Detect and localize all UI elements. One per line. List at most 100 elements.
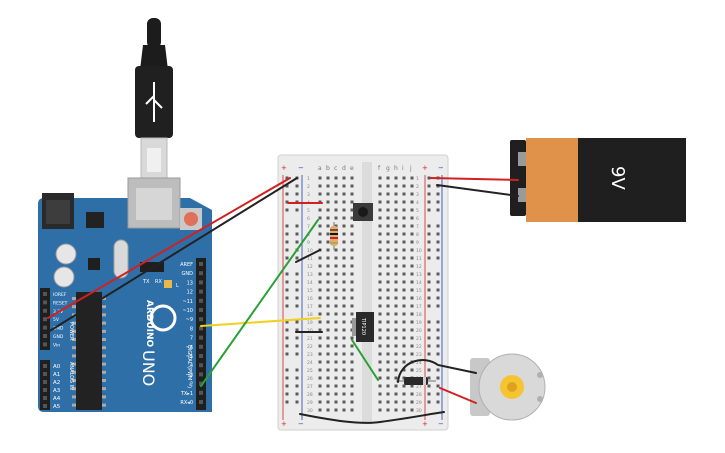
breadboard-hole[interactable] — [394, 320, 398, 324]
breadboard-hole[interactable] — [394, 272, 398, 276]
breadboard-hole[interactable] — [394, 360, 398, 364]
rail-hole[interactable] — [436, 304, 440, 308]
breadboard-hole[interactable] — [402, 352, 406, 356]
breadboard-hole[interactable] — [318, 232, 322, 236]
rail-hole[interactable] — [295, 328, 299, 332]
breadboard-hole[interactable] — [342, 352, 346, 356]
wire-motor-black[interactable] — [397, 359, 477, 383]
breadboard-hole[interactable] — [394, 376, 398, 380]
rail-hole[interactable] — [436, 296, 440, 300]
breadboard-hole[interactable] — [326, 256, 330, 260]
rail-hole[interactable] — [427, 184, 431, 188]
breadboard-hole[interactable] — [386, 296, 390, 300]
breadboard-hole[interactable] — [378, 320, 382, 324]
rail-hole[interactable] — [436, 320, 440, 324]
wire-5v-red[interactable] — [47, 177, 291, 319]
analog-pin[interactable] — [43, 396, 47, 400]
breadboard-hole[interactable] — [350, 296, 354, 300]
rail-hole[interactable] — [285, 384, 289, 388]
breadboard-hole[interactable] — [326, 272, 330, 276]
rail-hole[interactable] — [436, 200, 440, 204]
rail-hole[interactable] — [427, 304, 431, 308]
rail-hole[interactable] — [436, 256, 440, 260]
breadboard-hole[interactable] — [378, 392, 382, 396]
rail-hole[interactable] — [436, 344, 440, 348]
breadboard-hole[interactable] — [342, 264, 346, 268]
digital-pin[interactable] — [199, 317, 203, 322]
breadboard-hole[interactable] — [318, 184, 322, 188]
breadboard-hole[interactable] — [318, 224, 322, 228]
breadboard-hole[interactable] — [394, 352, 398, 356]
breadboard-hole[interactable] — [318, 344, 322, 348]
breadboard-hole[interactable] — [334, 344, 338, 348]
breadboard-hole[interactable] — [342, 232, 346, 236]
breadboard-hole[interactable] — [410, 408, 414, 412]
breadboard-hole[interactable] — [318, 208, 322, 212]
breadboard-hole[interactable] — [350, 384, 354, 388]
breadboard-hole[interactable] — [326, 192, 330, 196]
breadboard-hole[interactable] — [378, 264, 382, 268]
breadboard-hole[interactable] — [378, 224, 382, 228]
breadboard-hole[interactable] — [410, 184, 414, 188]
breadboard-hole[interactable] — [386, 216, 390, 220]
rail-hole[interactable] — [427, 352, 431, 356]
rail-hole[interactable] — [427, 232, 431, 236]
breadboard-hole[interactable] — [342, 392, 346, 396]
rail-hole[interactable] — [436, 392, 440, 396]
breadboard-hole[interactable] — [386, 208, 390, 212]
dc-motor[interactable] — [470, 353, 546, 421]
rail-hole[interactable] — [295, 192, 299, 196]
rail-hole[interactable] — [436, 400, 440, 404]
breadboard-hole[interactable] — [410, 368, 414, 372]
breadboard-hole[interactable] — [326, 200, 330, 204]
rail-hole[interactable] — [436, 288, 440, 292]
breadboard-hole[interactable] — [326, 264, 330, 268]
rail-hole[interactable] — [285, 200, 289, 204]
breadboard-hole[interactable] — [386, 376, 390, 380]
rail-hole[interactable] — [285, 176, 289, 180]
breadboard-hole[interactable] — [334, 376, 338, 380]
power-pin[interactable] — [43, 300, 47, 305]
breadboard-hole[interactable] — [318, 192, 322, 196]
breadboard-hole[interactable] — [378, 176, 382, 180]
rail-hole[interactable] — [295, 280, 299, 284]
rail-hole[interactable] — [285, 368, 289, 372]
digital-pin[interactable] — [199, 390, 203, 395]
breadboard-hole[interactable] — [318, 352, 322, 356]
breadboard-hole[interactable] — [394, 224, 398, 228]
breadboard-hole[interactable] — [350, 280, 354, 284]
breadboard-hole[interactable] — [394, 248, 398, 252]
breadboard-hole[interactable] — [394, 392, 398, 396]
breadboard-hole[interactable] — [402, 224, 406, 228]
breadboard-hole[interactable] — [342, 272, 346, 276]
breadboard-hole[interactable] — [334, 256, 338, 260]
breadboard-hole[interactable] — [334, 208, 338, 212]
breadboard-hole[interactable] — [386, 232, 390, 236]
breadboard-hole[interactable] — [394, 400, 398, 404]
wire-pin2-green[interactable] — [200, 219, 319, 387]
breadboard-hole[interactable] — [334, 280, 338, 284]
breadboard-hole[interactable] — [410, 296, 414, 300]
breadboard-hole[interactable] — [386, 400, 390, 404]
breadboard-hole[interactable] — [378, 240, 382, 244]
rail-hole[interactable] — [295, 304, 299, 308]
breadboard-hole[interactable] — [394, 256, 398, 260]
breadboard-hole[interactable] — [350, 208, 354, 212]
breadboard-hole[interactable] — [334, 352, 338, 356]
breadboard-hole[interactable] — [326, 296, 330, 300]
breadboard-hole[interactable] — [378, 192, 382, 196]
breadboard-hole[interactable] — [342, 304, 346, 308]
breadboard-hole[interactable] — [394, 208, 398, 212]
breadboard-hole[interactable] — [326, 344, 330, 348]
rail-hole[interactable] — [295, 296, 299, 300]
breadboard-hole[interactable] — [350, 408, 354, 412]
breadboard-hole[interactable] — [318, 280, 322, 284]
breadboard-hole[interactable] — [386, 200, 390, 204]
breadboard-hole[interactable] — [326, 320, 330, 324]
breadboard-hole[interactable] — [378, 296, 382, 300]
breadboard-hole[interactable] — [334, 312, 338, 316]
breadboard-hole[interactable] — [378, 336, 382, 340]
breadboard-hole[interactable] — [326, 360, 330, 364]
breadboard-hole[interactable] — [394, 344, 398, 348]
